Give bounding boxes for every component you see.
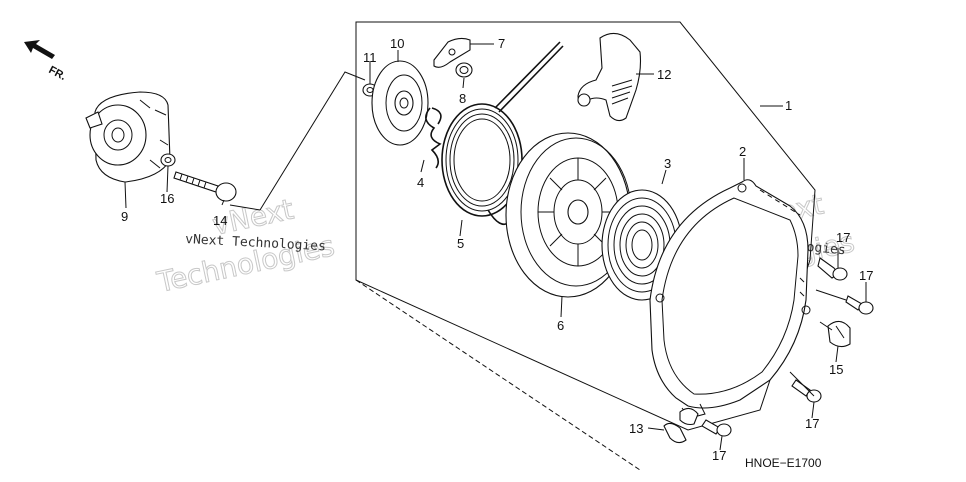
label-13: 13 bbox=[629, 421, 643, 436]
label-12: 12 bbox=[657, 67, 671, 82]
label-14: 14 bbox=[213, 213, 227, 228]
bolt-axis-line bbox=[259, 71, 366, 211]
small-bolt-b bbox=[845, 295, 874, 315]
label-6: 6 bbox=[557, 318, 564, 333]
starter-grip bbox=[577, 32, 642, 122]
watermark-left: vNext Technologies vNext Technologies bbox=[153, 192, 338, 299]
flange-bolt bbox=[173, 171, 237, 202]
label-17-b: 17 bbox=[859, 268, 873, 283]
diagram-code: HNOE−E1700 bbox=[745, 456, 822, 470]
label-11: 11 bbox=[363, 50, 377, 65]
assembly-dashed-line bbox=[355, 279, 641, 471]
friction-spring bbox=[425, 107, 442, 169]
label-8: 8 bbox=[459, 91, 466, 106]
starter-pulley bbox=[85, 91, 171, 183]
label-1: 1 bbox=[785, 98, 792, 113]
starter-case bbox=[649, 179, 811, 419]
clamp bbox=[819, 320, 851, 348]
label-7: 7 bbox=[498, 36, 505, 51]
ratchet-spring bbox=[455, 62, 473, 78]
label-15: 15 bbox=[829, 362, 843, 377]
leader-lines bbox=[124, 43, 867, 451]
rope-guide bbox=[663, 407, 699, 444]
arrow-icon bbox=[24, 40, 55, 59]
label-2: 2 bbox=[739, 144, 746, 159]
label-17-c: 17 bbox=[805, 416, 819, 431]
small-bolt-a bbox=[817, 257, 848, 281]
front-direction-arrow: FR. bbox=[24, 40, 68, 83]
label-4: 4 bbox=[417, 175, 424, 190]
label-17-a: 17 bbox=[836, 230, 850, 245]
small-bolt-d bbox=[701, 419, 732, 437]
label-17-d: 17 bbox=[712, 448, 726, 463]
direction-label: FR. bbox=[47, 64, 68, 83]
ratchet-guide bbox=[371, 60, 429, 146]
label-10: 10 bbox=[390, 36, 404, 51]
label-9: 9 bbox=[121, 209, 128, 224]
label-3: 3 bbox=[664, 156, 671, 171]
bolt-axis-line-2 bbox=[229, 204, 261, 211]
label-16: 16 bbox=[160, 191, 174, 206]
watermark-left-small: vNext Technologies bbox=[185, 232, 326, 254]
label-5: 5 bbox=[457, 236, 464, 251]
washer bbox=[160, 153, 176, 167]
small-bolt-c bbox=[791, 379, 822, 403]
ratchet bbox=[433, 37, 471, 68]
